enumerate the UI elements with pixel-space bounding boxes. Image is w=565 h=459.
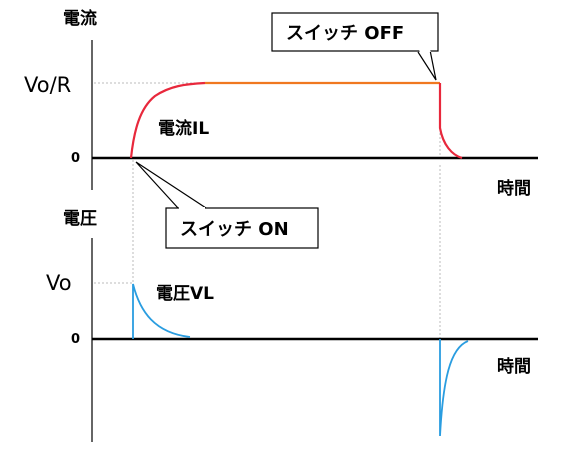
voltage-level-label: Vo: [46, 271, 72, 295]
switch-off-text: スイッチ OFF: [286, 23, 404, 44]
switch-off-callout: スイッチ OFF: [271, 12, 439, 81]
switch-off-pointer: [417, 49, 437, 81]
current-level-label: Vo/R: [24, 73, 71, 97]
voltage-y-axis-label: 電圧: [63, 209, 97, 229]
current-zero-label: 0: [71, 151, 80, 166]
switch-on-pointer-mask: [179, 207, 205, 209]
switch-on-callout: スイッチ ON: [135, 161, 319, 249]
voltage-off-spike: [439, 339, 469, 437]
switch-on-pointer: [135, 161, 207, 209]
voltage-curve-label: 電圧VL: [156, 284, 214, 304]
switch-on-box: [165, 207, 319, 249]
current-fall-curve: [438, 83, 463, 160]
current-curve-label: 電流IL: [158, 118, 209, 139]
current-y-axis-label: 電流: [63, 8, 97, 29]
voltage-x-axis-label: 時間: [497, 356, 531, 377]
switch-off-pointer-mask: [419, 50, 431, 52]
voltage-plot: 電圧 Vo 0 時間 電圧VL: [46, 209, 538, 442]
current-rise-curve: [129, 81, 206, 159]
current-plot: 電流 Vo/R 0 時間 電流IL: [24, 8, 538, 199]
switch-on-text: スイッチ ON: [180, 219, 289, 240]
voltage-zero-label: 0: [71, 332, 80, 347]
voltage-on-spike: [132, 283, 191, 339]
current-x-axis-label: 時間: [497, 178, 531, 199]
switch-off-box: [271, 12, 439, 52]
